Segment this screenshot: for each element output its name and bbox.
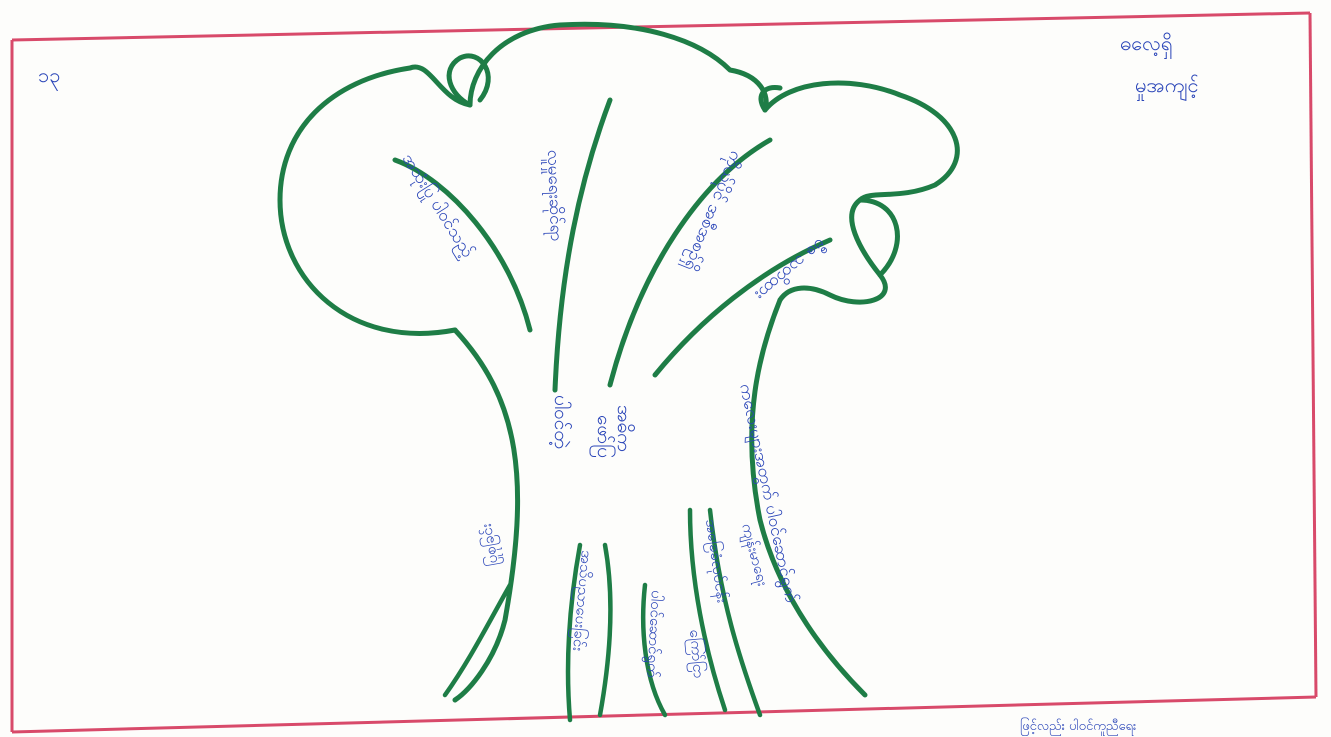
corner-note-line-2: မှုအကျင့် xyxy=(1135,73,1199,101)
branch-label-4: ဗီဇ သတိထား xyxy=(751,234,830,305)
branch-label-3: ကိုယ်ပိုင် အစီအစဉ်ရှိ xyxy=(677,147,746,274)
tree-crown xyxy=(280,24,957,333)
bottom-cut-text: ဖြင့်လည်း ပါဝင်ကူညီရေး xyxy=(1020,717,1136,736)
trunk-label-3: ဖော်ပြ xyxy=(589,415,617,458)
corner-note-line-1: ဓလေ့ရှိ xyxy=(1120,31,1172,59)
trunk-label-2: အဓိက xyxy=(613,405,636,452)
root-label-1: ပြုစုခြင်း xyxy=(476,522,505,568)
branch-label-2: လူမှုရေးဆိုင်ရာ xyxy=(540,149,566,241)
page-number: ၁၃ xyxy=(38,63,61,91)
root-label-4: ကြော်ငြာ xyxy=(683,629,709,680)
trunk-label-1: ပါဝင်တဲ့ xyxy=(549,395,573,449)
root-label-5: အခြေခံလုပ်ငန်း xyxy=(699,518,733,605)
branch-label-1: အသုံးပြု ပါဝင်သည့် xyxy=(395,149,479,263)
